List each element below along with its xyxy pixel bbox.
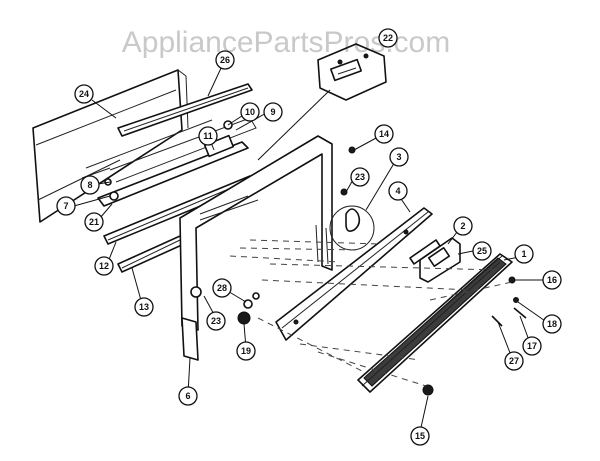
svg-text:10: 10 (245, 107, 255, 117)
svg-text:27: 27 (509, 356, 519, 366)
callout-21: 21 (84, 212, 104, 232)
callout-14: 14 (374, 124, 394, 144)
callout-23-upper: 23 (350, 167, 370, 187)
callout-26: 26 (215, 50, 235, 70)
callout-22: 22 (378, 28, 398, 48)
main-frame (179, 135, 333, 361)
svg-text:17: 17 (527, 341, 537, 351)
callout-18: 18 (542, 314, 562, 334)
svg-text:24: 24 (79, 89, 89, 99)
part-26-trim-strip (117, 83, 253, 137)
part-25-switch-block (409, 237, 461, 283)
hardware-small (329, 146, 375, 251)
callout-17: 17 (522, 336, 542, 356)
callout-25: 25 (472, 241, 492, 261)
svg-text:23: 23 (355, 172, 365, 182)
callout-24: 24 (74, 84, 94, 104)
part-22-clip-detail (257, 43, 387, 161)
svg-text:28: 28 (217, 283, 227, 293)
callout-12: 12 (94, 256, 114, 276)
svg-text:18: 18 (547, 319, 557, 329)
callout-27: 27 (504, 351, 524, 371)
callout-6: 6 (178, 386, 198, 406)
callout-11: 11 (198, 126, 218, 146)
svg-text:12: 12 (99, 261, 109, 271)
svg-text:26: 26 (220, 55, 230, 65)
part-13-bottom-strip (117, 235, 185, 273)
part-1-front-panel (357, 253, 513, 393)
svg-text:13: 13 (139, 302, 149, 312)
callout-8: 8 (80, 175, 100, 195)
callout-28: 28 (212, 278, 232, 298)
svg-text:25: 25 (477, 246, 487, 256)
svg-text:1: 1 (521, 249, 526, 259)
callout-23-lower: 23 (206, 311, 226, 331)
part-24-back-panel (32, 69, 189, 223)
callout-7: 7 (56, 196, 76, 216)
svg-text:3: 3 (396, 152, 401, 162)
svg-text:14: 14 (379, 129, 389, 139)
svg-text:22: 22 (383, 33, 393, 43)
callout-13: 13 (134, 297, 154, 317)
svg-text:23: 23 (211, 316, 221, 326)
control-bracket-assembly (81, 117, 257, 207)
callout-10: 10 (240, 102, 260, 122)
svg-text:15: 15 (415, 431, 425, 441)
watermark-text: AppliancePartsPros.com (122, 26, 450, 59)
callout-9: 9 (263, 102, 283, 122)
svg-text:8: 8 (87, 180, 92, 190)
svg-text:9: 9 (270, 107, 275, 117)
svg-text:2: 2 (460, 221, 465, 231)
callout-3: 3 (389, 147, 409, 167)
svg-text:16: 16 (547, 275, 557, 285)
callout-1: 1 (514, 244, 534, 264)
svg-text:19: 19 (241, 346, 251, 356)
svg-text:6: 6 (185, 391, 190, 401)
svg-text:7: 7 (63, 201, 68, 211)
assembly-lines (229, 239, 513, 387)
callout-4: 4 (388, 181, 408, 201)
callout-2: 2 (453, 216, 473, 236)
svg-text:4: 4 (395, 186, 400, 196)
svg-text:21: 21 (89, 217, 99, 227)
svg-text:11: 11 (203, 131, 213, 141)
callout-16: 16 (542, 270, 562, 290)
part-4-panel-rail (275, 207, 433, 341)
callout-15: 15 (410, 426, 430, 446)
callout-19: 19 (236, 341, 256, 361)
